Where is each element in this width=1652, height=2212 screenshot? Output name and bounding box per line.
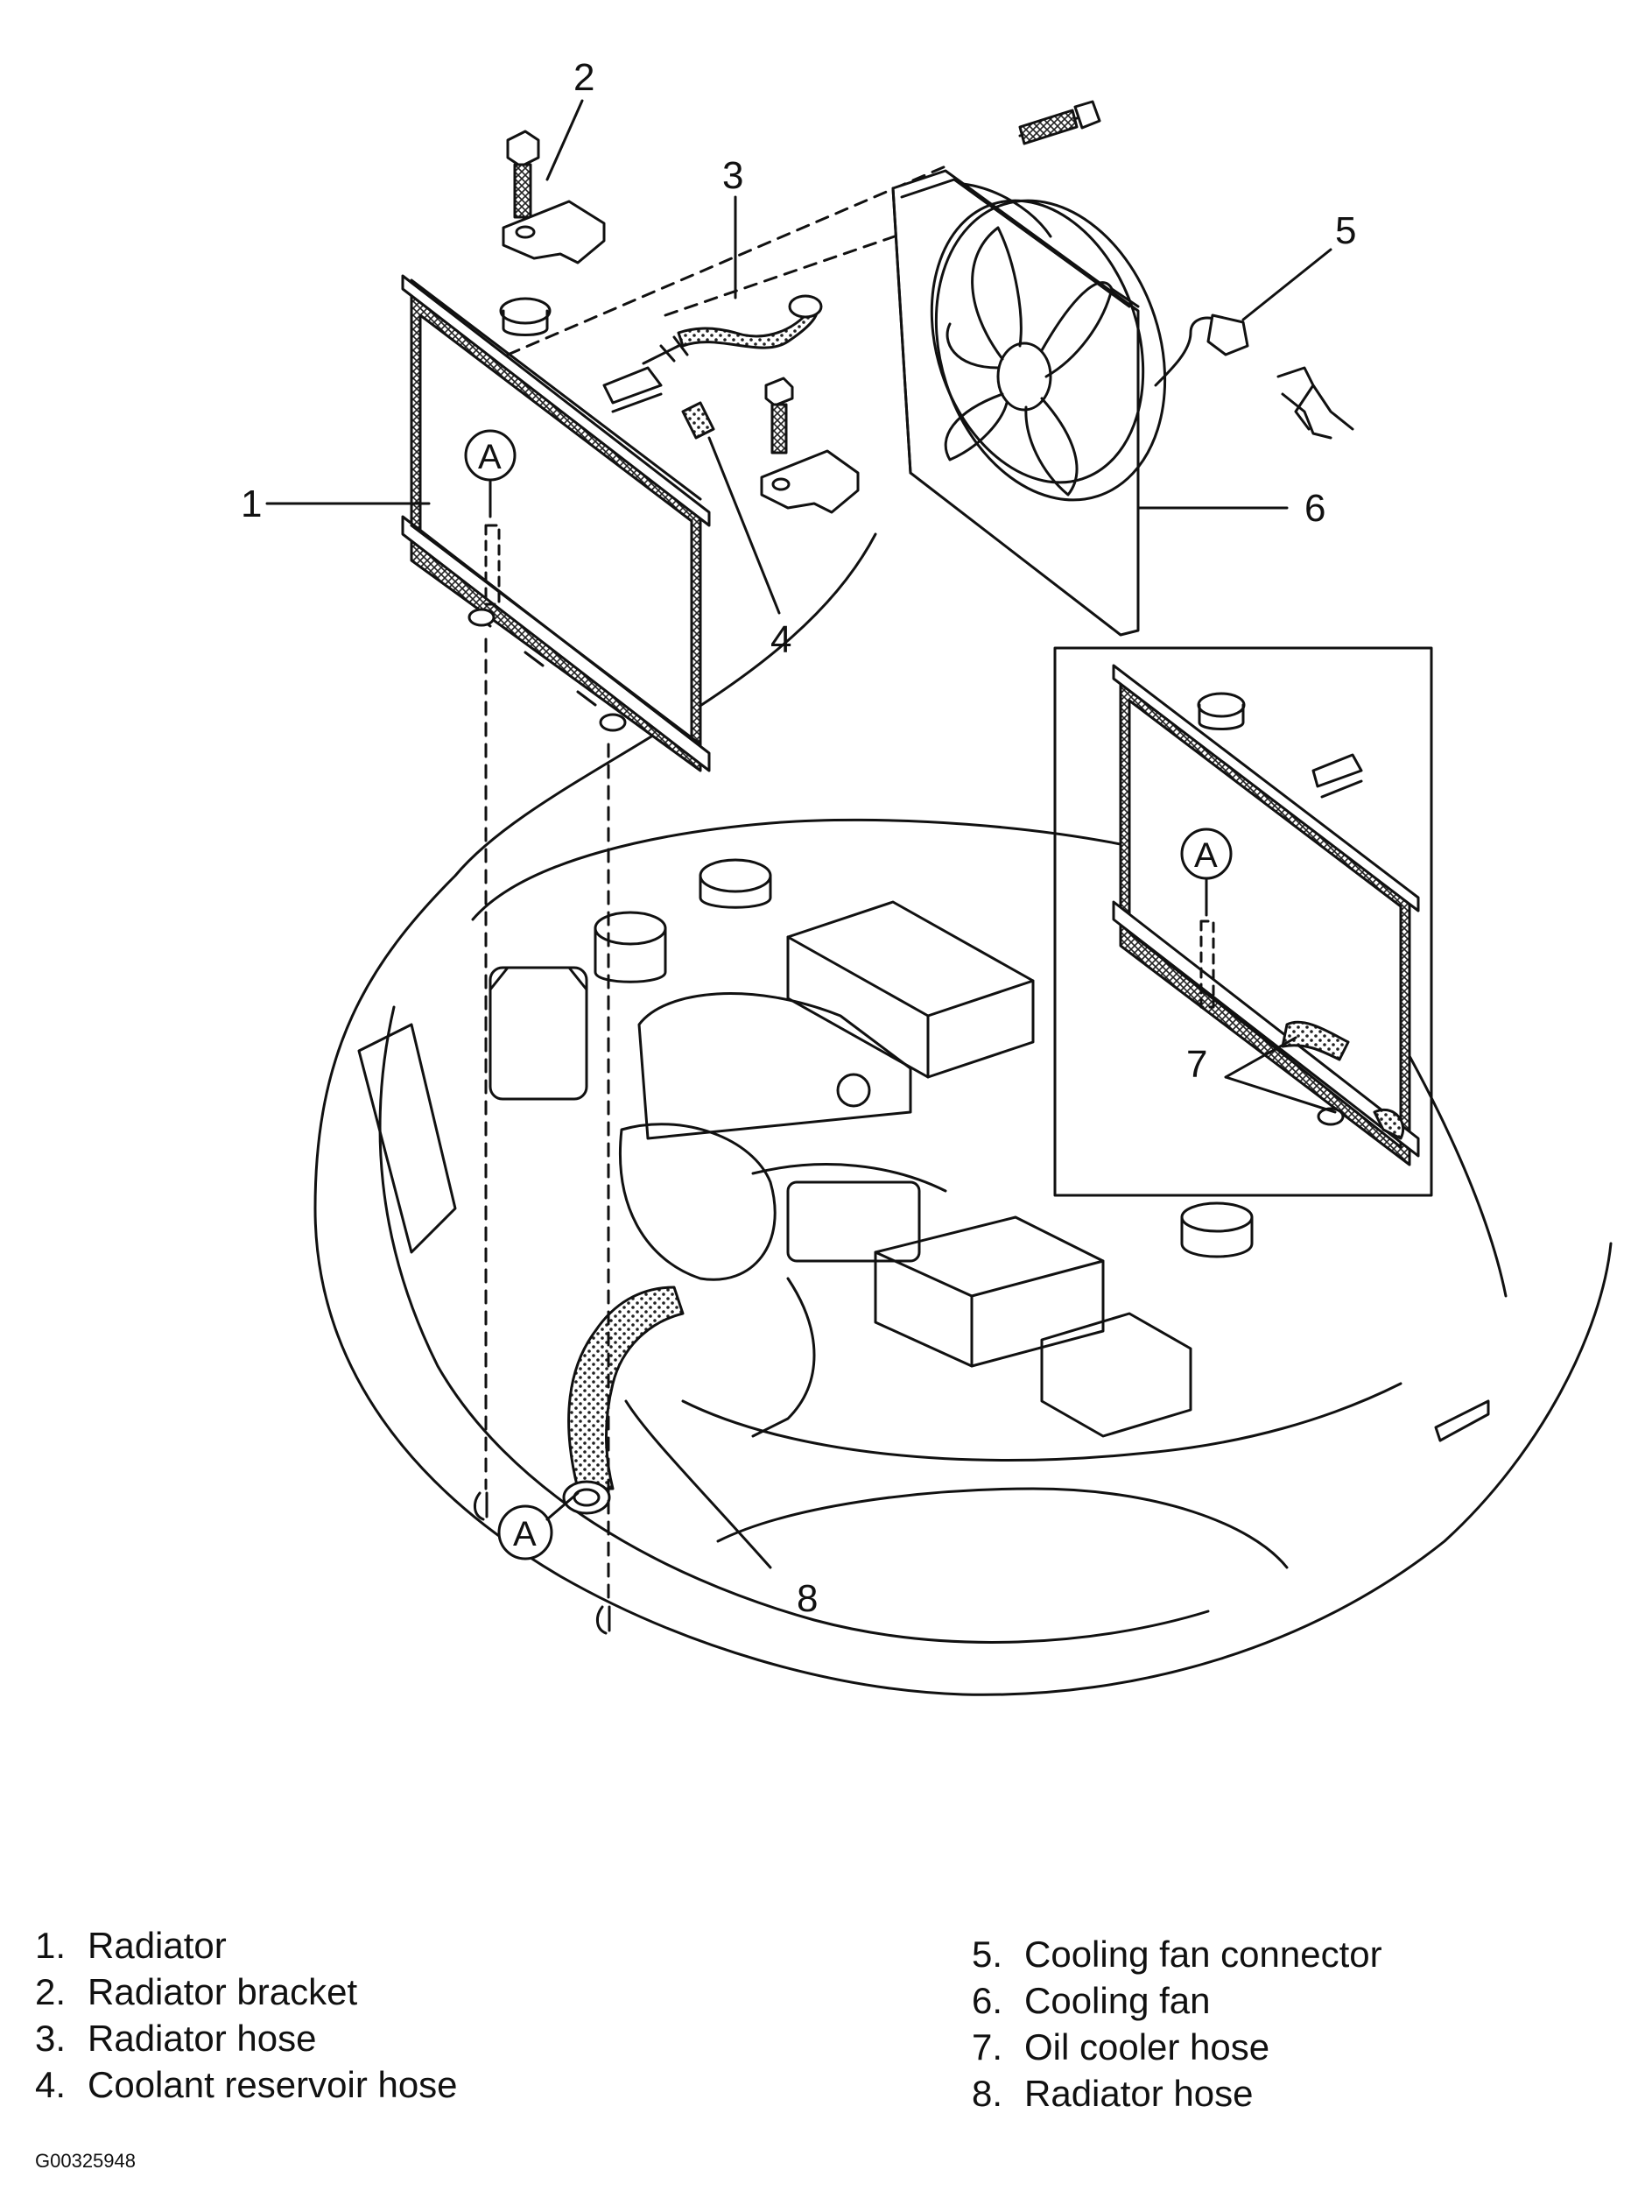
- leader-4: [707, 436, 781, 615]
- ref-mark-a-inset-label: A: [1194, 836, 1218, 875]
- vehicle-body: [313, 532, 1613, 1696]
- callout-8: 8: [797, 1577, 818, 1620]
- callout-2: 2: [573, 56, 594, 99]
- reservoir-tank: [489, 966, 588, 1101]
- legend-number: 1.: [35, 1925, 67, 1966]
- callout-5: 5: [1335, 209, 1356, 252]
- legend-label: Cooling fan connector: [1024, 1934, 1382, 1975]
- legend-label: Radiator bracket: [88, 1971, 358, 2012]
- legend-number: 5.: [972, 1934, 1003, 1975]
- callout-3: 3: [722, 154, 743, 197]
- filler-cap: [594, 911, 667, 946]
- legend-number: 7.: [972, 2026, 1003, 2068]
- leader-5: [1241, 248, 1332, 321]
- callout-4: 4: [770, 618, 791, 661]
- cooling-fan: [891, 169, 1167, 637]
- legend-number: 8.: [972, 2073, 1003, 2114]
- callout-7: 7: [1186, 1043, 1207, 1086]
- legend-item: 6. Cooling fan: [972, 1977, 1382, 2024]
- legend-number: 2.: [35, 1971, 67, 2012]
- legend-item: 1. Radiator: [35, 1922, 458, 1969]
- leader-2: [545, 99, 584, 181]
- coolant-reservoir-hose: [681, 401, 715, 440]
- leader-8: [624, 1399, 772, 1569]
- figure-code: G00325948: [35, 2150, 136, 2172]
- battery: [874, 1215, 1105, 1368]
- legend-number: 6.: [972, 1980, 1003, 2021]
- oil-cap: [836, 1073, 871, 1108]
- air-cleaner: [786, 900, 1035, 1079]
- legend-item: 4. Coolant reservoir hose: [35, 2061, 458, 2108]
- legend-label: Radiator hose: [1024, 2073, 1254, 2114]
- ref-mark-a-hose: [497, 1504, 553, 1560]
- legend-label: Radiator hose: [88, 2018, 317, 2059]
- legend-left: 1. Radiator 2. Radiator bracket 3. Radiator…: [35, 1922, 458, 2108]
- legend-label: Cooling fan: [1024, 1980, 1211, 2021]
- legend-item: 5. Cooling fan connector: [972, 1931, 1382, 1977]
- legend-right: 5. Cooling fan connector 6. Cooling fan 7.…: [972, 1931, 1382, 2117]
- radiator-assembly-diagram: 1 2 3 4 5 6 7 8 A A A: [241, 56, 1613, 1696]
- callout-1: 1: [241, 483, 262, 525]
- lower-radiator-hose: [567, 1286, 685, 1490]
- ref-mark-a-hose-label: A: [513, 1515, 537, 1553]
- relay-box: [786, 1180, 921, 1263]
- legend-item: 7. Oil cooler hose: [972, 2024, 1382, 2070]
- callout-6: 6: [1304, 487, 1325, 530]
- legend-label: Oil cooler hose: [1024, 2026, 1270, 2068]
- cooling-fan-connector: [1154, 313, 1354, 440]
- radiator-bracket: [502, 130, 606, 264]
- legend-label: Coolant reservoir hose: [88, 2064, 458, 2105]
- legend-item: 3. Radiator hose: [35, 2015, 458, 2061]
- inset-radiator: [1112, 664, 1420, 1166]
- legend-number: 4.: [35, 2064, 67, 2105]
- legend-item: 2. Radiator bracket: [35, 1969, 458, 2015]
- leader-7: [1224, 1036, 1337, 1114]
- engine-cover: [637, 992, 912, 1140]
- inset-frame: [1053, 646, 1433, 1197]
- legend-number: 3.: [35, 2018, 67, 2059]
- ref-mark-a-radiator-label: A: [478, 438, 502, 476]
- radiator: [401, 274, 711, 772]
- legend-label: Radiator: [88, 1925, 227, 1966]
- engine-bay: [489, 858, 1254, 1438]
- legend-item: 8. Radiator hose: [972, 2070, 1382, 2117]
